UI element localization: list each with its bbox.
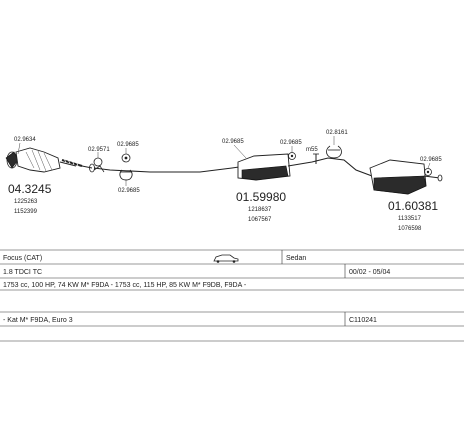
rear-hanger [424,168,432,176]
code-cat-front: 04.3245 [8,182,52,196]
cell-note: - Kat M* F9DA, Euro 3 [3,317,73,324]
tag-middle-hanger: 02.9685 [280,140,302,146]
tag-hanger-a: 02.9571 [88,147,110,153]
cell-period: 00/02 - 05/04 [349,269,390,276]
middle-hanger [288,152,296,160]
hanger-b [121,153,131,163]
ref1-cat-front: 1225263 [14,199,38,205]
cell-spec: 1753 cc, 100 HP, 74 KW M* F9DA - 1753 cc… [3,282,247,289]
ref2-cat-front: 1152399 [14,209,38,215]
cell-ref: C110241 [349,317,377,324]
ref1-middle: 1218637 [248,207,272,213]
rear-silencer [369,159,443,195]
front-catalyst [5,147,95,173]
code-rear: 01.60381 [388,199,438,213]
tag-clamp-c: 02.9685 [118,188,140,194]
tag-hanger-b: 02.9685 [117,142,139,148]
tag-rear-hanger: 02.9685 [420,157,442,163]
tag-cat-front: 02.9634 [14,137,36,143]
cell-model: Focus (CAT) [3,255,42,262]
tag-middle: 02.9685 [222,139,244,145]
intermediate-pipe [93,165,247,173]
connector [313,153,319,164]
rear-pipe [287,157,373,177]
hanger-a [93,157,105,173]
sedan-car-icon [213,254,239,263]
cell-engine: 1.8 TDCI TC [3,269,42,276]
info-table: Focus (CAT) Sedan 1.8 TDCI TC 00/02 - 05… [0,249,464,342]
tag-connector: m55 [306,147,318,153]
ref2-rear: 1076598 [398,226,422,232]
code-middle: 01.59980 [236,190,286,204]
ref2-middle: 1067567 [248,217,272,223]
rear-clamp [326,145,342,159]
middle-silencer [237,153,291,181]
ref1-rear: 1133517 [398,216,422,222]
tag-rear-clamp: 02.8161 [326,130,348,136]
cell-body: Sedan [286,255,306,262]
